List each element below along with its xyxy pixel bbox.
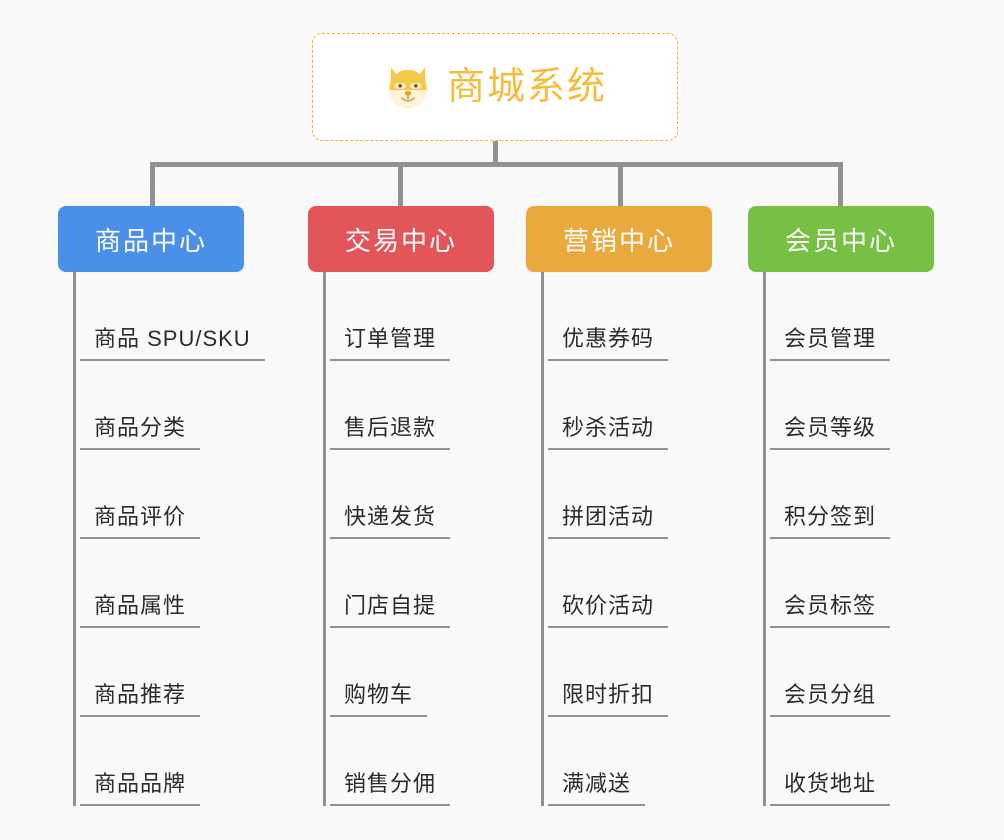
- shiba-dog-icon: [389, 66, 427, 109]
- list-item-label: 购物车: [330, 677, 428, 717]
- list-item[interactable]: 门店自提: [330, 539, 494, 628]
- list-item-label: 收货地址: [770, 766, 891, 806]
- branch-column-3: 营销中心 优惠券码 秒杀活动 拼团活动 砍价活动 限时折扣 满减送: [526, 206, 712, 806]
- list-item[interactable]: 购物车: [330, 628, 494, 717]
- list-item[interactable]: 会员分组: [770, 628, 934, 717]
- branch-items-3: 优惠券码 秒杀活动 拼团活动 砍价活动 限时折扣 满减送: [541, 272, 712, 806]
- list-item[interactable]: 秒杀活动: [548, 361, 712, 450]
- connector-root-vertical: [493, 141, 498, 165]
- list-item[interactable]: 售后退款: [330, 361, 494, 450]
- branch-column-4: 会员中心 会员管理 会员等级 积分签到 会员标签 会员分组 收货地址: [748, 206, 934, 806]
- list-item-label: 会员管理: [770, 321, 891, 361]
- root-node[interactable]: 商城系统: [312, 33, 678, 141]
- list-item[interactable]: 收货地址: [770, 717, 934, 806]
- list-item-label: 会员分组: [770, 677, 891, 717]
- list-item-label: 满减送: [548, 766, 646, 806]
- list-item[interactable]: 会员等级: [770, 361, 934, 450]
- list-item-label: 拼团活动: [548, 499, 669, 539]
- list-item[interactable]: 商品品牌: [80, 717, 244, 806]
- list-item[interactable]: 会员标签: [770, 539, 934, 628]
- list-item-label: 快递发货: [330, 499, 451, 539]
- list-item[interactable]: 满减送: [548, 717, 712, 806]
- list-item[interactable]: 商品评价: [80, 450, 244, 539]
- branch-items-4: 会员管理 会员等级 积分签到 会员标签 会员分组 收货地址: [763, 272, 934, 806]
- branch-header-label-3: 营销中心: [562, 225, 675, 256]
- list-item-label: 售后退款: [330, 410, 451, 450]
- list-item-label: 积分签到: [770, 499, 891, 539]
- branch-items-1: 商品 SPU/SKU 商品分类 商品评价 商品属性 商品推荐 商品品牌: [73, 272, 265, 806]
- list-item[interactable]: 商品 SPU/SKU: [80, 272, 265, 361]
- branch-header-2[interactable]: 交易中心: [308, 206, 494, 272]
- list-item[interactable]: 订单管理: [330, 272, 494, 361]
- list-item-label: 商品分类: [80, 410, 201, 450]
- connector-drop-4: [838, 162, 843, 206]
- branch-header-4[interactable]: 会员中心: [748, 206, 934, 272]
- list-item-label: 销售分佣: [330, 766, 451, 806]
- list-item-label: 商品评价: [80, 499, 201, 539]
- branch-header-3[interactable]: 营销中心: [526, 206, 712, 272]
- list-item-label: 门店自提: [330, 588, 451, 628]
- list-item-label: 会员标签: [770, 588, 891, 628]
- branch-column-1: 商品中心 商品 SPU/SKU 商品分类 商品评价 商品属性 商品推荐 商品品牌: [58, 206, 265, 806]
- list-item[interactable]: 商品属性: [80, 539, 244, 628]
- list-item[interactable]: 销售分佣: [330, 717, 494, 806]
- list-item[interactable]: 会员管理: [770, 272, 934, 361]
- list-item-label: 砍价活动: [548, 588, 669, 628]
- branch-column-2: 交易中心 订单管理 售后退款 快递发货 门店自提 购物车 销售分佣: [308, 206, 494, 806]
- list-item[interactable]: 快递发货: [330, 450, 494, 539]
- branch-items-2: 订单管理 售后退款 快递发货 门店自提 购物车 销售分佣: [323, 272, 494, 806]
- list-item[interactable]: 商品推荐: [80, 628, 244, 717]
- list-item[interactable]: 优惠券码: [548, 272, 712, 361]
- list-item[interactable]: 拼团活动: [548, 450, 712, 539]
- list-item[interactable]: 商品分类: [80, 361, 244, 450]
- list-item-label: 限时折扣: [548, 677, 669, 717]
- list-item[interactable]: 砍价活动: [548, 539, 712, 628]
- list-item-label: 订单管理: [330, 321, 451, 361]
- branch-header-1[interactable]: 商品中心: [58, 206, 244, 272]
- branch-header-label-4: 会员中心: [784, 225, 897, 256]
- list-item-label: 商品属性: [80, 588, 201, 628]
- connector-horizontal-bus: [150, 162, 840, 167]
- list-item-label: 商品 SPU/SKU: [80, 321, 265, 361]
- list-item-label: 优惠券码: [548, 321, 669, 361]
- connector-drop-3: [618, 162, 623, 206]
- root-title: 商城系统: [446, 66, 607, 108]
- connector-drop-1: [150, 162, 155, 206]
- list-item-label: 会员等级: [770, 410, 891, 450]
- branch-header-label-2: 交易中心: [344, 225, 457, 256]
- branch-header-label-1: 商品中心: [94, 225, 207, 256]
- connector-drop-2: [398, 162, 403, 206]
- list-item[interactable]: 限时折扣: [548, 628, 712, 717]
- list-item-label: 秒杀活动: [548, 410, 669, 450]
- list-item-label: 商品推荐: [80, 677, 201, 717]
- list-item[interactable]: 积分签到: [770, 450, 934, 539]
- list-item-label: 商品品牌: [80, 766, 201, 806]
